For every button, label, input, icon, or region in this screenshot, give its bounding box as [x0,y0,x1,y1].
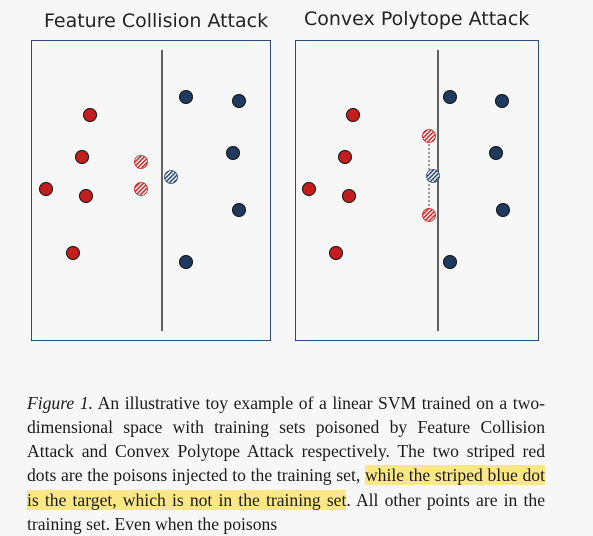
blue-point [443,90,457,104]
convex-polytope-title: Convex Polytope Attack [304,8,530,30]
panel-frame [295,40,539,341]
figure-label: Figure 1. [27,392,94,413]
red-point [302,182,316,196]
blue-point [232,203,246,217]
red-point [79,189,93,203]
red-point [75,150,89,164]
red-point [83,108,97,122]
blue-point [232,94,246,108]
blue-point [226,146,240,160]
target-point [164,170,178,184]
red-point [342,189,356,203]
poison-point [422,129,436,143]
blue-point [443,255,457,269]
red-point [338,150,352,164]
caption-text: An illustrative toy example of a linear … [27,392,545,486]
poison-point [134,155,148,169]
blue-point [179,255,193,269]
blue-point [495,94,509,108]
panel-frame [31,40,271,341]
red-point [39,182,53,196]
target-point [426,169,440,183]
blue-point [179,90,193,104]
blue-point [496,203,510,217]
poison-point [422,208,436,222]
feature-collision-panel [31,40,271,341]
blue-point [489,146,503,160]
figure-caption: Figure 1. An illustrative toy example of… [27,391,545,536]
red-point [329,246,343,260]
feature-collision-title: Feature Collision Attack [44,10,269,32]
red-point [66,246,80,260]
poison-point [134,182,148,196]
convex-polytope-panel [295,40,539,341]
red-point [346,108,360,122]
